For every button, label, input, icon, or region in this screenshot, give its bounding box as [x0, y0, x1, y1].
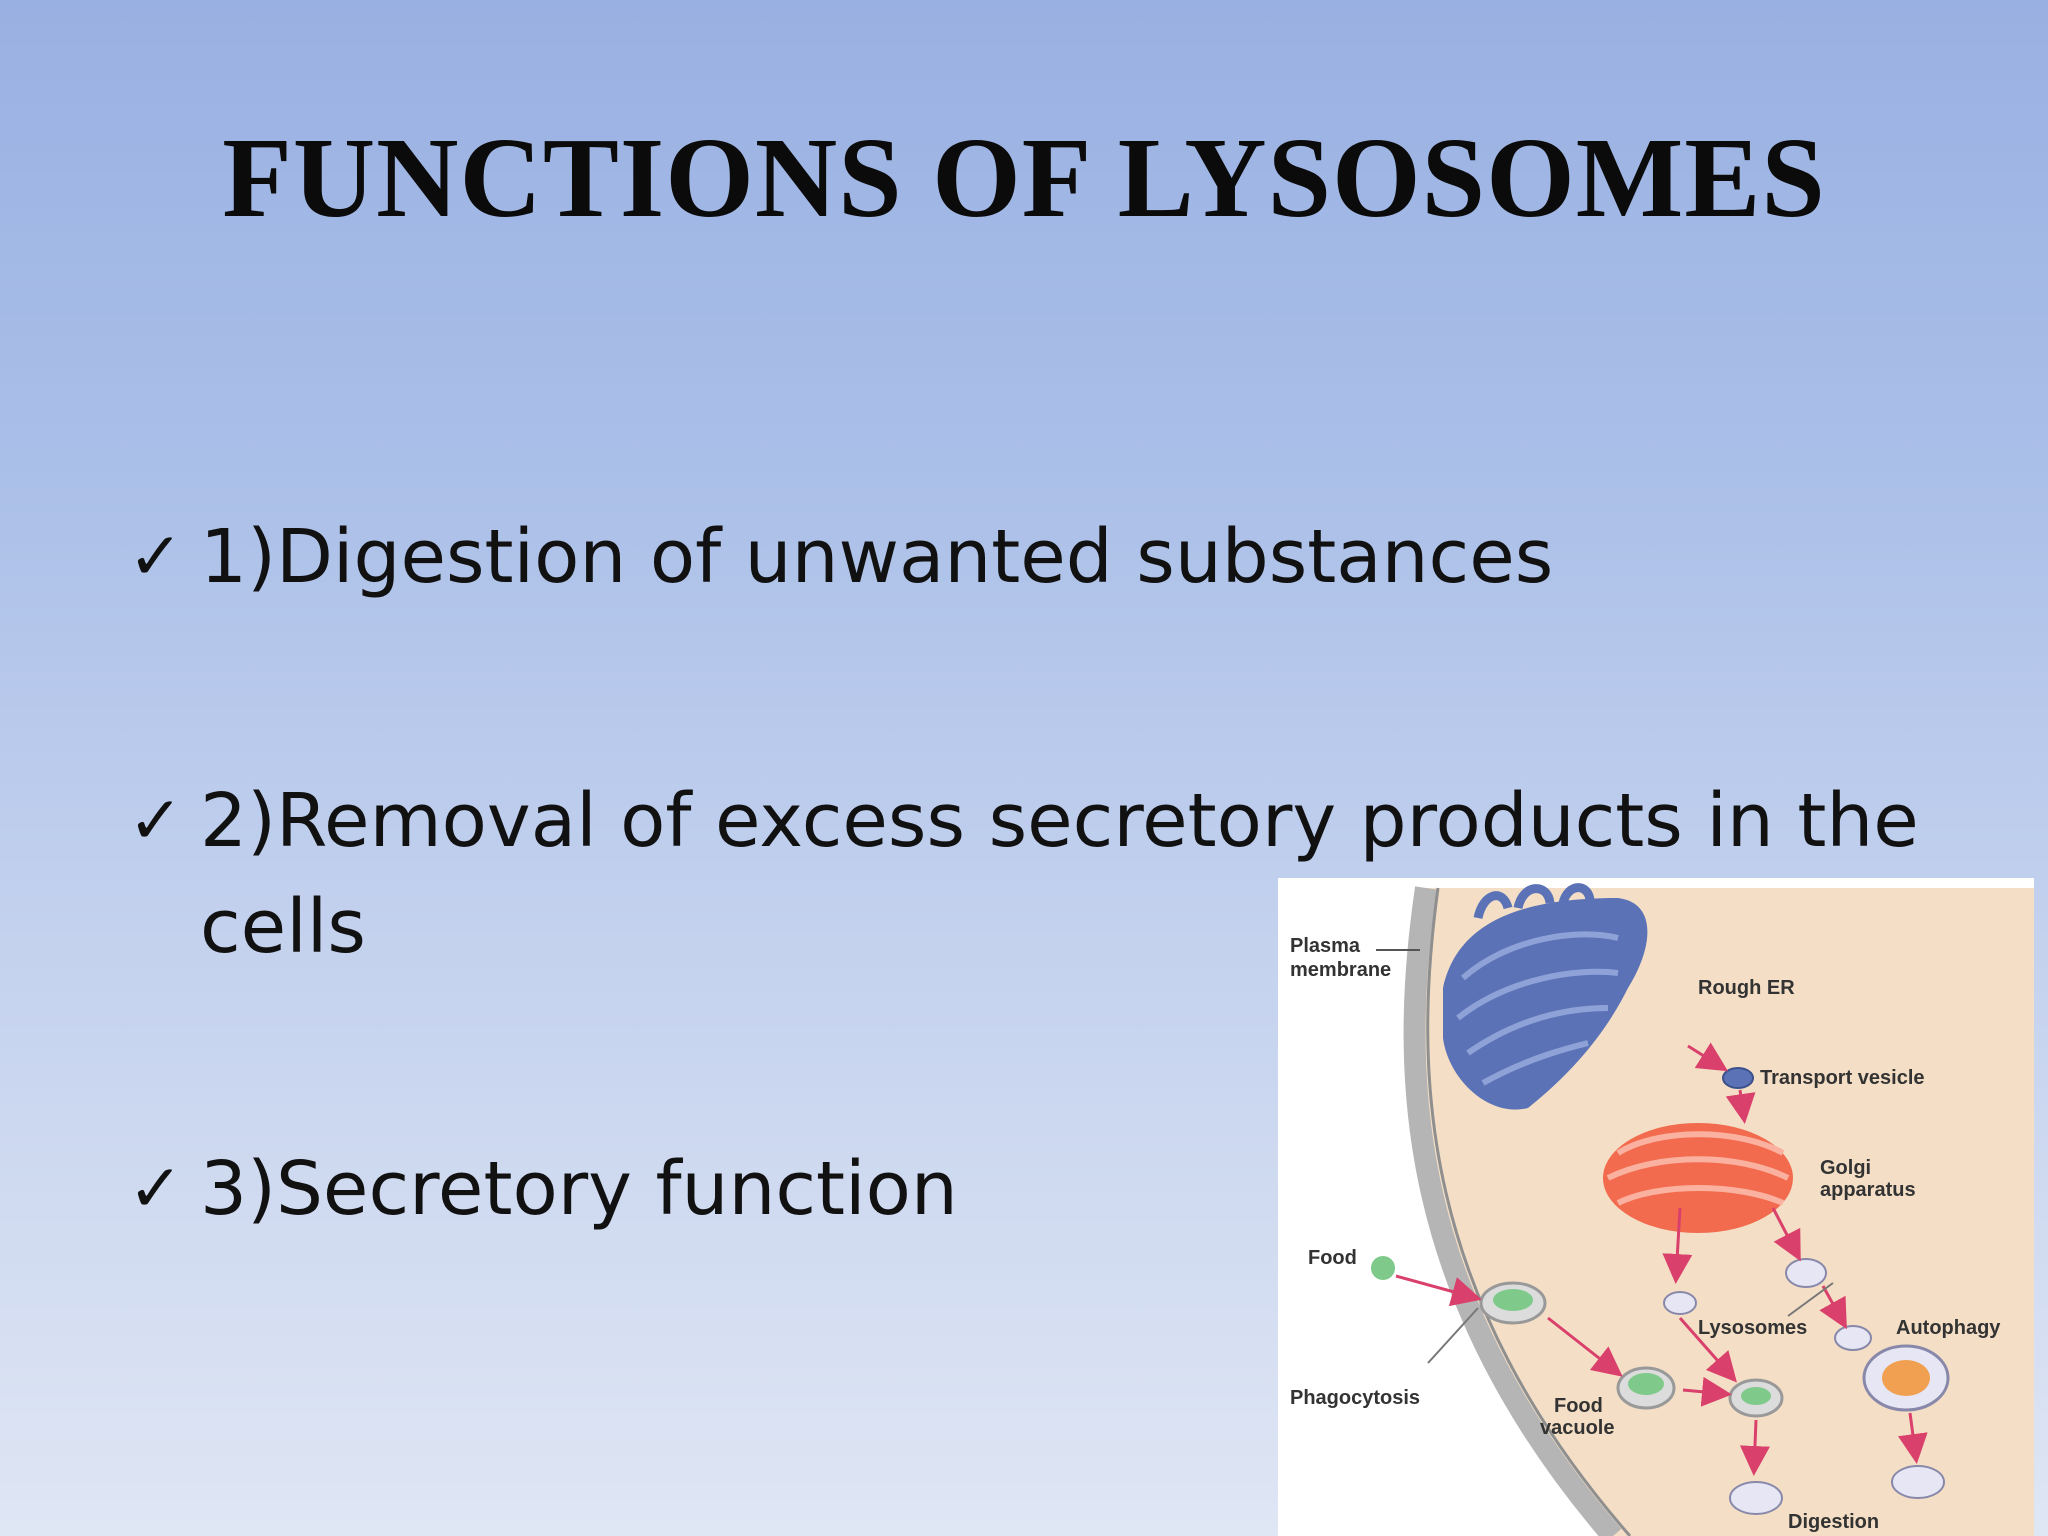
label-autophagy: Autophagy [1896, 1317, 2001, 1339]
label-plasma-membrane: membrane [1290, 959, 1391, 981]
label-food-vacuole: Food [1554, 1395, 1603, 1417]
checkmark-icon: ✓ [128, 1150, 184, 1227]
slide-title: FUNCTIONS OF LYSOSOMES [222, 114, 1826, 241]
transport-vesicle-shape [1722, 1067, 1754, 1089]
lysosome-diagram: Plasma membrane Rough ER Transport vesic… [1278, 878, 2034, 1536]
label-phagocytosis: Phagocytosis [1290, 1387, 1420, 1409]
label-plasma-membrane: Plasma [1290, 935, 1361, 957]
label-transport-vesicle: Transport vesicle [1760, 1067, 1925, 1089]
lysosome-diagram-svg: Plasma membrane Rough ER Transport vesic… [1290, 883, 2034, 1536]
golgi-apparatus-shape [1603, 1123, 1793, 1233]
rough-er-shape [1443, 883, 1648, 1110]
bullet-item-2: ✓ 2)Removal of excess secretory products… [128, 768, 1988, 980]
pathway-arrows [1395, 1042, 1928, 1476]
label-food: Food [1308, 1247, 1357, 1269]
lysosome-shape [1785, 1258, 1827, 1288]
label-golgi: apparatus [1820, 1179, 1916, 1201]
label-rough-er: Rough ER [1698, 977, 1795, 999]
plasma-membrane-shape [1403, 886, 1622, 1536]
checkmark-icon: ✓ [128, 782, 184, 859]
digestion-vesicle-shape [1891, 1465, 1945, 1499]
bullet-item-3: ✓ 3)Secretory function [128, 1136, 1988, 1242]
lysosome-shape [1663, 1291, 1697, 1315]
digestion-vesicle-shape [1729, 1481, 1783, 1515]
bullet-text: 1)Digestion of unwanted substances [200, 514, 1554, 600]
label-digestion: Digestion [1788, 1511, 1879, 1533]
lysosome-shape [1834, 1325, 1872, 1351]
food-particle-shape [1371, 1256, 1395, 1280]
label-golgi: Golgi [1820, 1157, 1871, 1179]
label-food-vacuole: vacuole [1540, 1417, 1614, 1439]
label-lysosomes: Lysosomes [1698, 1317, 1807, 1339]
checkmark-icon: ✓ [128, 518, 184, 595]
bullet-item-1: ✓ 1)Digestion of unwanted substances [128, 504, 1988, 610]
bullet-text: 2)Removal of excess secretory products i… [200, 778, 1919, 970]
bullet-text: 3)Secretory function [200, 1146, 958, 1232]
